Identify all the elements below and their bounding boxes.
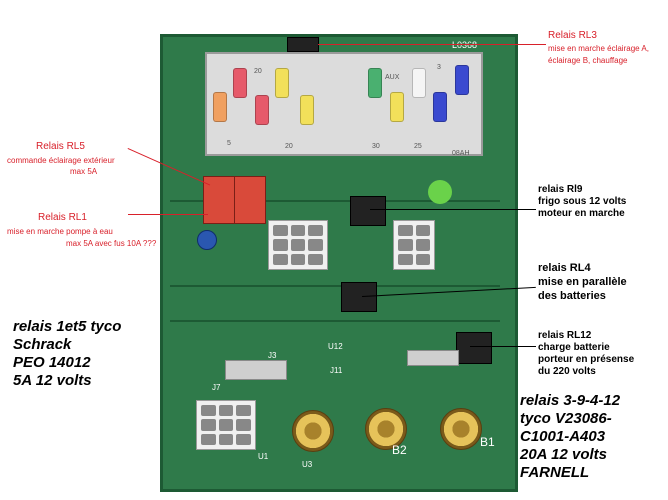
pointer-rl1	[128, 214, 208, 215]
right-note-line3: C1001-A403	[520, 428, 606, 445]
fuse-clear	[412, 68, 426, 98]
fuse-red	[233, 68, 247, 98]
fuse-label: 5	[227, 140, 231, 147]
relay-rl4	[341, 282, 377, 312]
board-code-label: L0368	[452, 40, 478, 50]
trace-line	[170, 285, 500, 287]
relay-rl3	[287, 37, 319, 52]
fuse-yellow	[300, 95, 314, 125]
annotation-rl1-line2: max 5A avec fus 10A ???	[66, 239, 157, 248]
silk-label: U12	[328, 342, 343, 351]
plug-connector	[407, 350, 459, 366]
fuse-blue	[455, 65, 469, 95]
silk-label: B2	[392, 443, 407, 457]
fuse-label: AUX	[385, 74, 400, 81]
annotation-rl5-line1: commande éclairage extérieur	[7, 156, 115, 165]
silk-label: J3	[268, 351, 277, 360]
relay-rl9	[350, 196, 386, 226]
left-note-line2: Schrack	[13, 336, 72, 353]
silk-label: U3	[302, 460, 313, 469]
callout-rl4-line3: des batteries	[538, 290, 606, 302]
annotation-rl1-title: Relais RL1	[38, 212, 87, 223]
annotation-rl3-title: Relais RL3	[548, 30, 597, 41]
fuse-yellow	[275, 68, 289, 98]
silk-label: B1	[480, 435, 495, 449]
callout-rl4-line1: relais RL4	[538, 262, 591, 274]
callout-rl12-line4: du 220 volts	[538, 366, 596, 377]
pointer-rl9	[370, 209, 536, 210]
trace-line	[170, 200, 500, 202]
connector-block	[393, 220, 435, 270]
annotation-rl3-line1: mise en marche éclairage A,	[548, 44, 649, 53]
connector-block	[268, 220, 328, 270]
relay-rl12	[456, 332, 492, 364]
fuse-red	[255, 95, 269, 125]
left-note-line4: 5A 12 volts	[13, 372, 92, 389]
capacitor	[197, 230, 217, 250]
fuse-green	[368, 68, 382, 98]
connector-block	[196, 400, 256, 450]
fuse-label: 20	[285, 143, 293, 150]
silk-label: J11	[330, 366, 343, 375]
right-note-line1: relais 3-9-4-12	[520, 392, 621, 409]
relay-rl1	[234, 176, 266, 224]
annotation-rl5-title: Relais RL5	[36, 141, 85, 152]
fuse-label: 3	[437, 64, 441, 71]
callout-rl12-line2: charge batterie	[538, 342, 610, 353]
plug-connector	[225, 360, 287, 380]
battery-terminal	[292, 410, 334, 452]
annotation-rl3-line2: éclairage B, chauffage	[548, 56, 628, 65]
silk-label: J7	[212, 383, 221, 392]
callout-rl9-line2: frigo sous 12 volts	[538, 196, 627, 207]
right-note-line2: tyco V23086-	[520, 410, 612, 427]
callout-rl12-line1: relais RL12	[538, 330, 592, 341]
callout-rl9-line3: moteur en marche	[538, 208, 625, 219]
battery-terminal-b2	[365, 408, 407, 450]
right-note-line5: FARNELL	[520, 464, 590, 481]
right-note-line4: 20A 12 volts	[520, 446, 607, 463]
fuse-label: 30	[372, 143, 380, 150]
left-note-line1: relais 1et5 tyco	[13, 318, 122, 335]
annotation-rl1-line1: mise en marche pompe à eau	[7, 227, 113, 236]
trace-line	[170, 320, 500, 322]
fuse-blue	[433, 92, 447, 122]
callout-rl4-line2: mise en parallèle	[538, 276, 627, 288]
annotation-rl5-line2: max 5A	[70, 167, 98, 176]
battery-terminal-b1	[440, 408, 482, 450]
fuse-yellow	[390, 92, 404, 122]
callout-rl9-line1: relais Rl9	[538, 184, 583, 195]
fuse-label: 20	[254, 68, 262, 75]
left-note-line3: PEO 14012	[13, 354, 91, 371]
fuse-label: 08AH	[452, 150, 470, 157]
fuse-orange	[213, 92, 227, 122]
callout-rl12-line3: porteur en présense	[538, 354, 635, 365]
silk-label: U1	[258, 452, 269, 461]
pointer-rl12	[470, 346, 536, 347]
pointer-rl3	[318, 44, 546, 45]
fuse-label: 25	[414, 143, 422, 150]
green-indicator	[428, 180, 452, 204]
